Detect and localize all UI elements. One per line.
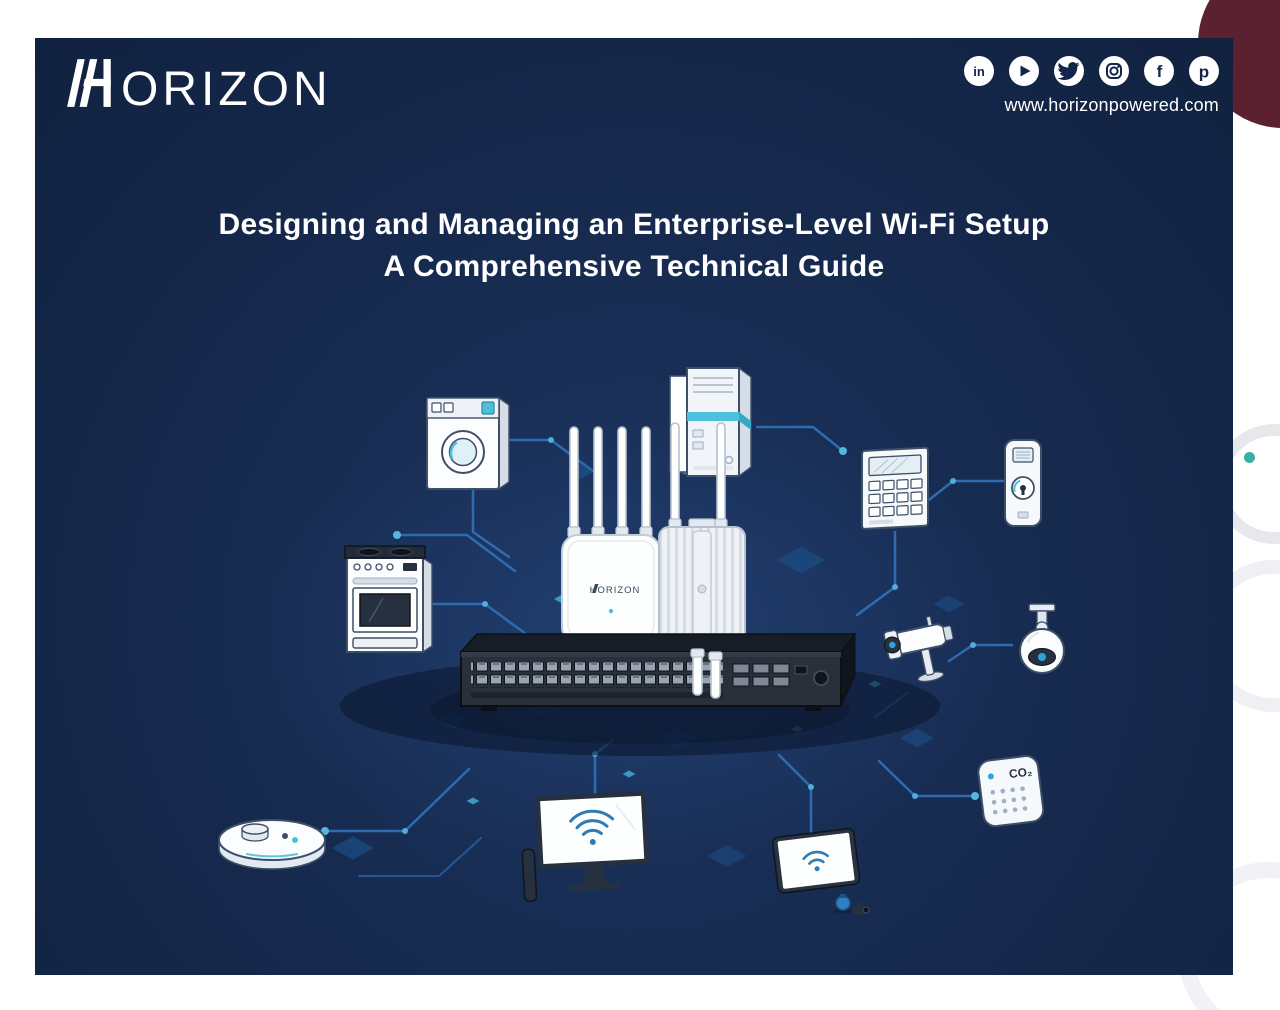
- switch-shadow: [340, 656, 940, 756]
- access-keypad-illustration: [861, 446, 929, 530]
- mini-camera-illustration: [853, 902, 870, 915]
- twitter-icon[interactable]: [1054, 56, 1084, 86]
- mini-sensor-illustration: [834, 894, 852, 914]
- sfp-ports: [732, 663, 790, 687]
- co2-sensor-illustration: CO₂: [977, 755, 1045, 828]
- website-url[interactable]: www.horizonpowered.com: [1004, 95, 1219, 115]
- bullet-camera-illustration: [883, 615, 954, 683]
- linkedin-icon[interactable]: in: [964, 56, 994, 86]
- stove-illustration: [344, 545, 433, 654]
- washing-machine-illustration: [426, 396, 510, 491]
- network-illustration: CO₂: [218, 366, 1065, 915]
- dome-camera-illustration: [1019, 603, 1065, 674]
- network-switch-illustration: [459, 632, 857, 711]
- svg-text:f: f: [1157, 62, 1163, 81]
- robot-vacuum-illustration: [218, 819, 326, 870]
- speaker-illustration: [521, 848, 538, 903]
- banner-card: CO₂: [35, 38, 1233, 975]
- co2-label: CO₂: [1008, 764, 1033, 781]
- youtube-icon[interactable]: [1009, 56, 1039, 86]
- circuit-nodes: [321, 436, 979, 835]
- horizon-logo-text: ORIZON: [121, 63, 332, 116]
- svg-text:p: p: [1199, 63, 1209, 82]
- wifi-icon: [802, 850, 829, 872]
- circuit-traces: [323, 425, 1014, 877]
- title-line-2: A Comprehensive Technical Guide: [383, 250, 885, 283]
- header: ORIZON in: [35, 38, 1233, 116]
- facebook-icon[interactable]: f: [1144, 56, 1174, 86]
- access-point-outdoor-illustration: [658, 422, 746, 650]
- outdoor-ap-stub-antennas: [690, 648, 723, 699]
- horizon-logo: ORIZON: [65, 54, 332, 116]
- title: Designing and Managing an Enterprise-Lev…: [35, 204, 1233, 288]
- door-lock-illustration: [1004, 439, 1042, 527]
- switch-shadow-inner: [430, 676, 850, 744]
- title-line-1: Designing and Managing an Enterprise-Lev…: [218, 208, 1050, 241]
- instagram-icon[interactable]: [1099, 56, 1129, 86]
- horizon-logo-mark: [67, 59, 111, 107]
- server-rack-illustration: [669, 366, 752, 478]
- ethernet-ports: [471, 662, 723, 688]
- circuit-tiles: [331, 423, 965, 867]
- smart-tv-illustration: [521, 790, 650, 903]
- ap-brand-label: HORIZON: [590, 585, 641, 596]
- antennas: [567, 426, 653, 540]
- center-glow: [235, 408, 1035, 868]
- pinterest-icon[interactable]: p: [1189, 56, 1219, 86]
- header-right: in: [964, 54, 1219, 116]
- antennas: [668, 422, 728, 532]
- tablet-illustration: [771, 827, 861, 894]
- svg-text:in: in: [973, 64, 985, 79]
- wifi-icon: [569, 809, 615, 845]
- edge-dot-decoration: [1244, 452, 1255, 463]
- social-icons: in: [964, 56, 1219, 86]
- access-point-indoor-illustration: HORIZON: [561, 426, 661, 644]
